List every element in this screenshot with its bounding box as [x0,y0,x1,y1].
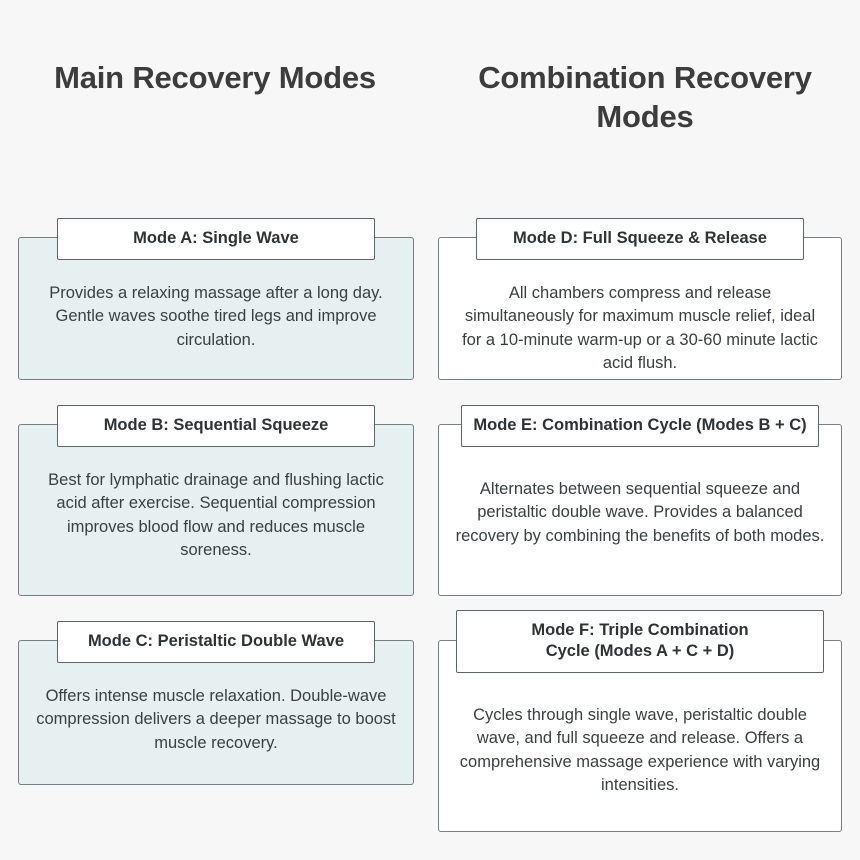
card-body-mode-b: Best for lymphatic drainage and flushing… [48,471,384,560]
card-body-mode-f: Cycles through single wave, peristaltic … [459,706,821,795]
card-mode-b[interactable]: Mode B: Sequential Squeeze Best for lymp… [18,405,414,596]
card-header-mode-a: Mode A: Single Wave [57,218,375,261]
card-mode-e[interactable]: Mode E: Combination Cycle (Modes B + C) … [438,405,842,596]
card-mode-a[interactable]: Mode A: Single Wave Provides a relaxing … [18,218,414,380]
column-title-combination: Combination Recovery Modes [478,60,812,135]
column-title-main: Main Recovery Modes [54,60,376,95]
card-body-mode-c: Offers intense muscle relaxation. Double… [36,687,396,752]
card-header-mode-d: Mode D: Full Squeeze & Release [476,218,804,261]
card-header-mode-b: Mode B: Sequential Squeeze [57,405,375,448]
card-header-mode-e: Mode E: Combination Cycle (Modes B + C) [461,405,819,448]
column-combination-recovery-modes: Combination Recovery Modes Mode D: Full … [430,0,860,860]
card-body-mode-d: All chambers compress and release simult… [462,284,818,373]
card-body-mode-e: Alternates between sequential squeeze an… [455,480,825,545]
column-main-recovery-modes: Main Recovery Modes Mode A: Single Wave … [18,60,414,785]
card-body-mode-a: Provides a relaxing massage after a long… [49,284,383,349]
card-header-mode-c: Mode C: Peristaltic Double Wave [57,621,375,664]
card-mode-f[interactable]: Mode F: Triple Combination Cycle (Modes … [438,610,842,832]
card-mode-c[interactable]: Mode C: Peristaltic Double Wave Offers i… [18,621,414,785]
card-mode-d[interactable]: Mode D: Full Squeeze & Release All chamb… [438,218,842,380]
card-header-mode-f: Mode F: Triple Combination Cycle (Modes … [456,610,824,674]
